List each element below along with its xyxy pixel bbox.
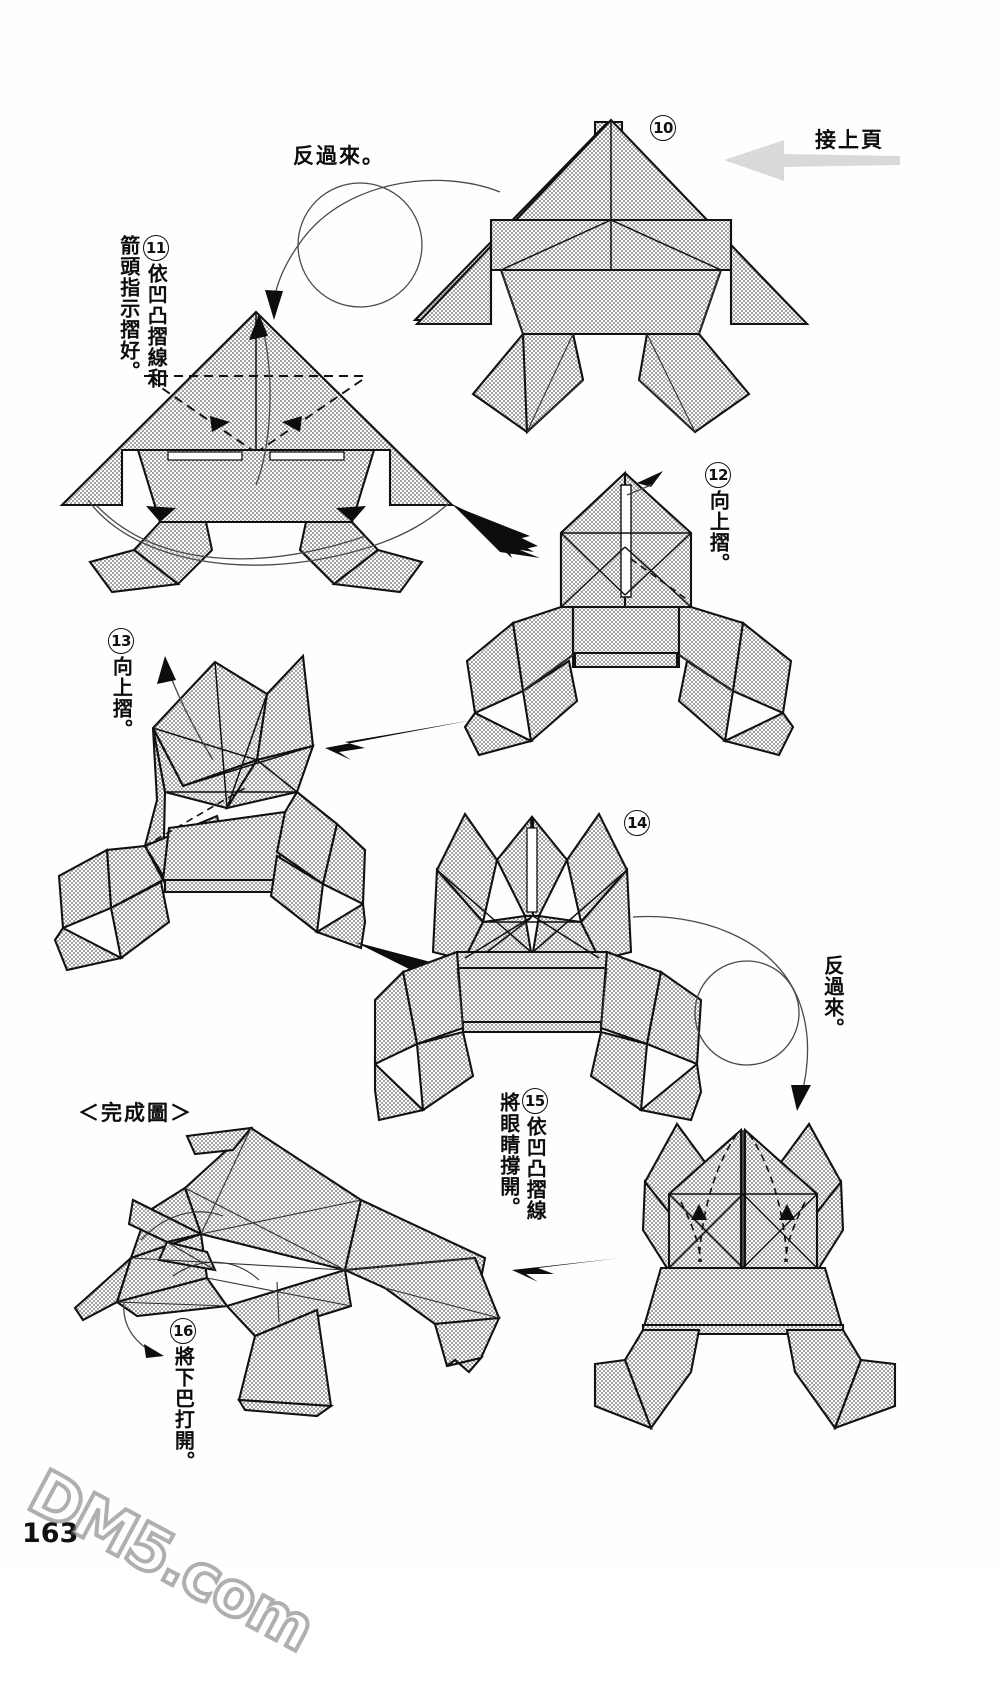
figure-step-12: [463, 470, 795, 757]
step-number-12: 12: [705, 462, 731, 488]
gray-arrow-left-icon: [724, 140, 900, 181]
figure-step-10: [412, 118, 810, 435]
page-number: 163: [22, 1518, 79, 1549]
watermark-text: DM5.com: [15, 1453, 327, 1667]
turn-over-loop-arrow-right: [632, 915, 811, 1111]
caption-step-11: 11 依凹凸摺線和 箭頭指示摺好。: [116, 235, 169, 389]
turn-over-label-right: 反過來。: [820, 955, 845, 1039]
step-number-15: 15: [521, 1088, 548, 1114]
caption-step-11-line-2: 箭頭指示摺好。: [116, 235, 141, 382]
turn-over-loop-arrow-top: [265, 179, 501, 320]
step-number-13: 13: [108, 628, 134, 654]
figure-step-15: [593, 1122, 897, 1431]
turn-over-label-top: 反過來。: [293, 144, 385, 168]
caption-step-16-line-1: 將下巴打開。: [171, 1346, 196, 1472]
figure-finished-frog: [73, 1126, 501, 1418]
step-16-pointer-arrow: [123, 1301, 164, 1358]
step-number-10: 10: [650, 115, 676, 141]
caption-step-12: 12 向上摺。: [705, 462, 731, 574]
caption-step-13: 13 向上摺。: [108, 628, 134, 740]
figure-step-14: [373, 811, 703, 1122]
caption-step-13-line-1: 向上摺。: [109, 656, 134, 740]
caption-step-16: 16 將下巴打開。: [170, 1318, 196, 1472]
caption-step-15: 15 依凹凸摺線 將眼睛撐開。: [496, 1088, 548, 1221]
flow-arrow-15-to-final: [512, 1258, 620, 1282]
caption-step-12-line-1: 向上摺。: [706, 490, 731, 574]
step-number-11: 11: [142, 235, 169, 261]
caption-step-15-line-1: 依凹凸摺線: [523, 1116, 548, 1221]
figure-step-13: [53, 653, 367, 972]
finished-figure-label: ＜完成圖＞: [78, 1101, 193, 1125]
caption-step-11-line-1: 依凹凸摺線和: [144, 263, 169, 389]
flow-arrow-11-to-12: [452, 504, 540, 558]
figure-step-11: [59, 310, 455, 594]
continued-from-previous-page-label: 接上頁: [815, 128, 884, 152]
origami-instruction-page: 接上頁 10: [15, 115, 900, 1668]
step-number-16: 16: [170, 1318, 196, 1344]
caption-step-15-line-2: 將眼睛撐開。: [496, 1092, 521, 1218]
step-number-14: 14: [624, 810, 650, 836]
